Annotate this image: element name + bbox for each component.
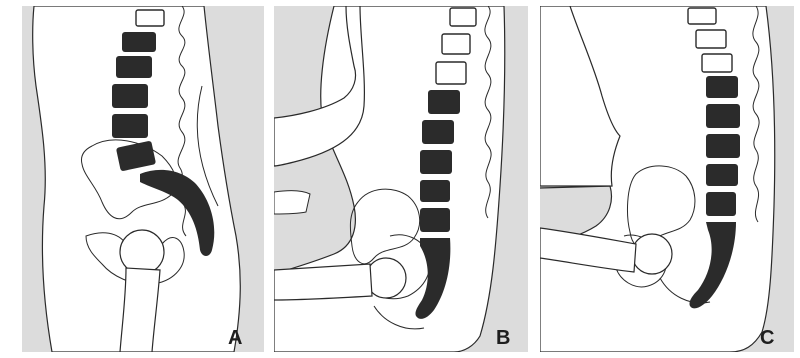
body-silhouette: [540, 6, 775, 352]
vertebra-l2: [422, 120, 454, 144]
vertebra-l3: [420, 150, 452, 174]
vertebra-t11: [696, 30, 726, 48]
vertebra-l2: [116, 56, 152, 78]
vertebra-l2: [706, 104, 740, 128]
vertebra-l3: [112, 84, 148, 108]
vertebra-l1: [706, 76, 738, 98]
vertebra-l4: [706, 164, 738, 186]
panel-label-b: B: [496, 327, 510, 349]
panel-label-c: C: [760, 327, 774, 349]
vertebra-l1: [122, 32, 156, 52]
vertebra-l4: [420, 180, 450, 202]
femoral-head: [120, 230, 164, 274]
panel-b: B: [274, 6, 528, 352]
vertebra-l4: [112, 114, 148, 138]
vertebra-l5: [706, 192, 736, 216]
body-silhouette: [274, 6, 505, 352]
vertebra-t12: [442, 34, 470, 54]
panel-a: A: [22, 6, 264, 352]
vertebra-l3: [706, 134, 740, 158]
vertebra-l1: [428, 90, 460, 114]
vertebra-t12: [702, 54, 732, 72]
slumped-posture-illustration: C: [540, 6, 794, 352]
sitting-posture-illustration: B: [274, 6, 528, 352]
hand: [274, 191, 310, 214]
vertebra-t13: [436, 62, 466, 84]
vertebra-t11: [450, 8, 476, 26]
vertebra-t12: [136, 10, 164, 26]
panel-label-a: A: [228, 327, 242, 349]
vertebra-t10: [688, 8, 716, 24]
panel-c: C: [540, 6, 794, 352]
femoral-head: [632, 234, 672, 274]
femur-shaft: [274, 264, 372, 300]
vertebra-l5: [420, 208, 450, 232]
standing-posture-illustration: A: [22, 6, 264, 352]
